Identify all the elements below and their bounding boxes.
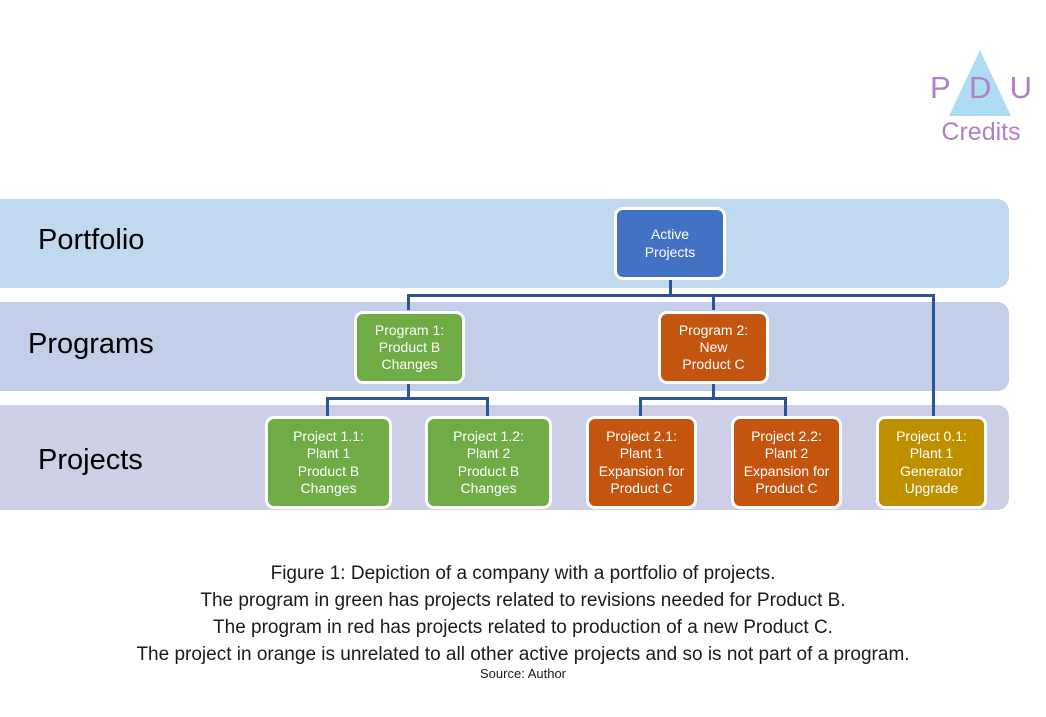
connector-drop-project-2-1 (639, 397, 642, 416)
caption-line-3: The program in red has projects related … (213, 616, 833, 638)
node-project-0-1[interactable]: Project 0.1: Plant 1 Generator Upgrade (876, 416, 987, 509)
band-label-portfolio: Portfolio (38, 224, 145, 256)
connector-drop-project-1-1 (326, 397, 329, 416)
node-project-2-1[interactable]: Project 2.1: Plant 1 Expansion for Produ… (586, 416, 697, 509)
band-portfolio (0, 199, 1009, 288)
logo-letter-p: P (930, 70, 951, 105)
node-project-1-2[interactable]: Project 1.2: Plant 2 Product B Changes (425, 416, 552, 509)
connector-program-1-bus (326, 397, 489, 400)
caption-line-1: Figure 1: Depiction of a company with a … (270, 563, 776, 584)
node-active-projects[interactable]: Active Projects (614, 207, 726, 280)
triangle-icon (949, 50, 1011, 116)
connector-root-drop (669, 278, 672, 296)
node-program-2[interactable]: Program 2: New Product C (658, 311, 769, 384)
connector-drop-project-2-2 (784, 397, 787, 416)
node-project-1-1[interactable]: Project 1.1: Plant 1 Product B Changes (265, 416, 392, 509)
band-label-projects: Projects (38, 444, 143, 476)
connector-drop-program-2 (712, 294, 715, 310)
connector-drop-project-1-2 (486, 397, 489, 416)
band-programs-right-segment (876, 302, 1009, 391)
band-programs (0, 302, 1009, 391)
node-program-2-label: Program 2: New Product C (678, 321, 749, 373)
node-project-1-2-label: Project 1.2: Plant 2 Product B Changes (453, 428, 524, 496)
logo-letters: P D U (922, 72, 1040, 103)
connector-program-2-bus (639, 397, 786, 400)
band-label-programs: Programs (28, 328, 154, 360)
node-active-projects-label: Active Projects (644, 226, 696, 260)
caption-line-2: The program in green has projects relate… (200, 589, 846, 611)
node-project-0-1-label: Project 0.1: Plant 1 Generator Upgrade (896, 428, 967, 496)
node-project-2-1-label: Project 2.1: Plant 1 Expansion for Produ… (598, 428, 685, 496)
figure-caption: Figure 1: Depiction of a company with a … (0, 561, 1046, 669)
connector-root-bus (407, 294, 935, 297)
node-program-1-label: Program 1: Product B Changes (374, 321, 445, 373)
pdu-credits-logo: P D U Credits (922, 48, 1040, 148)
logo-letter-d: D (968, 70, 992, 105)
logo-subtitle: Credits (941, 118, 1021, 146)
figure-source: Source: Author (480, 666, 566, 681)
connector-drop-program-1 (407, 294, 410, 310)
connector-program-2-drop (712, 383, 715, 397)
node-program-1[interactable]: Program 1: Product B Changes (354, 311, 465, 384)
caption-line-4: The project in orange is unrelated to al… (136, 643, 910, 665)
logo-letter-u: U (1009, 70, 1032, 105)
connector-program-1-drop (407, 383, 410, 397)
node-project-2-2-label: Project 2.2: Plant 2 Expansion for Produ… (743, 428, 830, 496)
node-project-1-1-label: Project 1.1: Plant 1 Product B Changes (293, 428, 364, 496)
node-project-2-2[interactable]: Project 2.2: Plant 2 Expansion for Produ… (731, 416, 842, 509)
connector-drop-project-0-1 (932, 294, 935, 416)
